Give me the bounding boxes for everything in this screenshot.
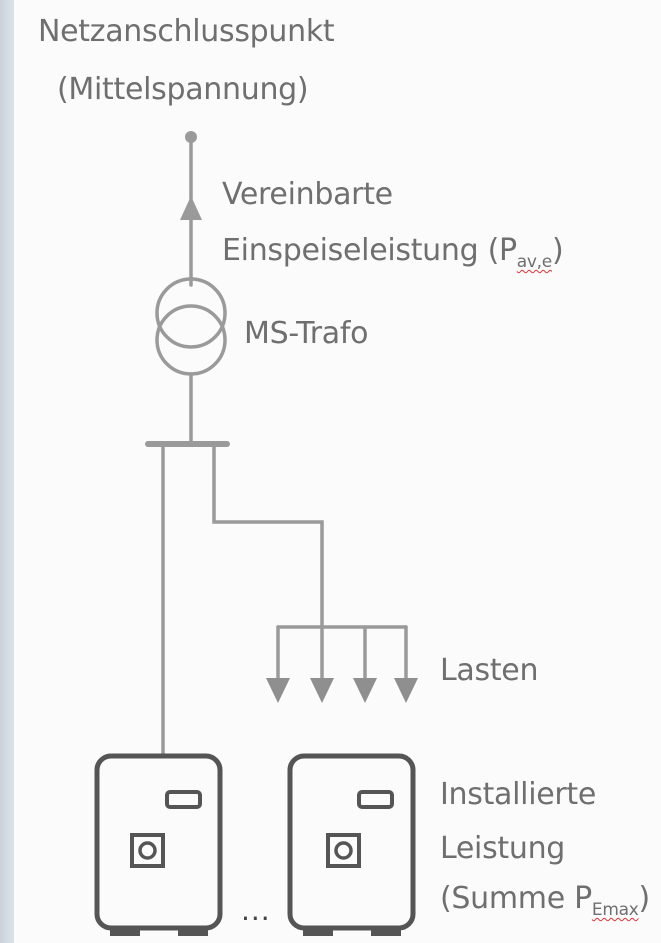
installed-label-line3: (Summe PEmax) (440, 880, 650, 922)
installed-prefix: (Summe P (440, 881, 592, 916)
agreed-feed-suffix: ) (551, 233, 564, 268)
inverter-device-icon (94, 753, 223, 936)
installed-label-line2: Leistung (440, 831, 566, 866)
installed-suffix: ) (638, 881, 651, 916)
loads-label: Lasten (440, 653, 539, 688)
transformer-icon (155, 277, 227, 376)
agreed-feed-label-line2: Einspeiseleistung (Pav,e) (222, 232, 564, 274)
load-arrow-icon (353, 678, 377, 703)
agreed-feed-subscript: av,e (516, 252, 552, 272)
agreed-feed-label-line1: Vereinbarte (222, 177, 393, 212)
load-arrow-icon (310, 678, 334, 703)
grid-point-label-line2: (Mittelspannung) (57, 72, 309, 107)
load-arrow-icon (266, 678, 290, 703)
upward-arrow-icon (180, 196, 202, 220)
transformer-label: MS-Trafo (244, 316, 369, 351)
grid-point-label-line1: Netzanschlusspunkt (38, 14, 335, 49)
installed-subscript: Emax (591, 900, 639, 920)
load-arrow-icon (394, 678, 418, 703)
installed-label-line1: Installierte (440, 777, 597, 812)
load-feeder-line (212, 442, 324, 629)
agreed-feed-prefix: Einspeiseleistung (P (222, 233, 517, 268)
inverter-device-icon (287, 753, 416, 936)
diagram-panel (14, 0, 661, 943)
more-devices-ellipsis: ... (241, 894, 271, 927)
